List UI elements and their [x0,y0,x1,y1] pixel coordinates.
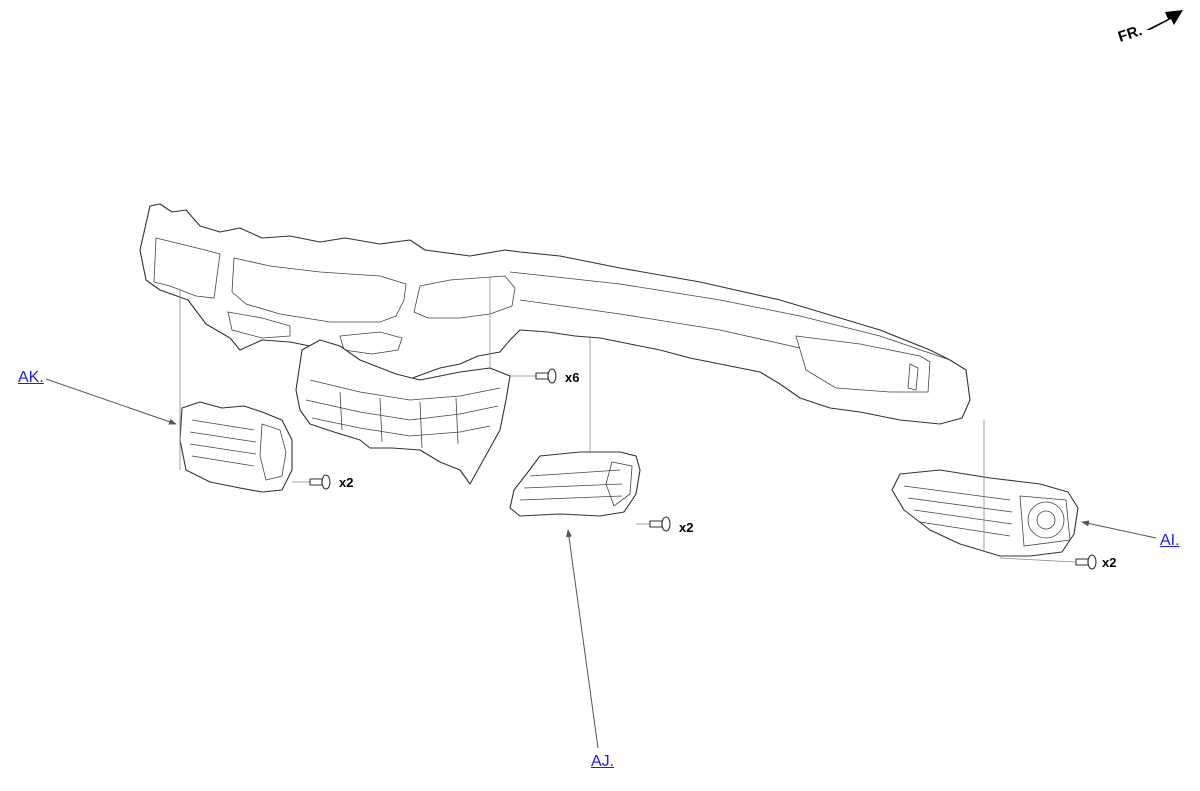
screw-icon-left [309,474,331,490]
front-direction-indicator: FR. [1116,10,1183,46]
screw-icon-upper-center [535,368,557,384]
center-vent-bracket [295,339,511,485]
leader-line-aj [565,529,599,749]
alignment-guides [179,276,1076,563]
leader-line-ai [1081,520,1157,539]
qty-label-right-vent: x2 [1102,555,1116,570]
callout-link-ai[interactable]: AI. [1160,532,1180,549]
qty-label-left-vent: x2 [339,475,353,490]
callout-link-aj[interactable]: AJ. [591,753,615,770]
right-air-vent [891,469,1079,557]
screw-icon-center [649,516,671,532]
qty-label-center-vent: x2 [679,520,693,535]
instrument-panel-assembly [139,203,971,425]
leader-line-ak [45,378,177,425]
callout-link-ak[interactable]: AK. [18,369,44,386]
front-direction-label: FR. [1116,22,1144,46]
screw-icon-right [1075,554,1097,570]
qty-label-upper-center: x6 [565,370,579,385]
center-air-vent [509,451,641,517]
left-air-vent [179,401,293,493]
front-direction-arrow-icon [1146,10,1183,30]
